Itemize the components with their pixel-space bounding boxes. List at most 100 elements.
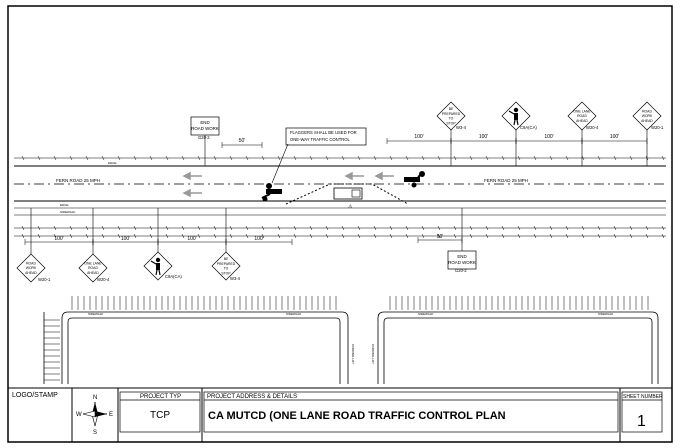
fence-tick [533, 155, 537, 161]
sign-code: C9A(CA) [165, 274, 182, 279]
fence-tick [421, 155, 425, 161]
fence-tick [101, 233, 105, 239]
north-arrow-icon [82, 402, 107, 427]
sign-text: TO [224, 267, 229, 271]
fence-tick [325, 155, 329, 161]
fence-tick [405, 155, 409, 161]
sign-panel [436, 101, 466, 131]
fence-tick [613, 155, 617, 161]
road-name-right: FERN ROAD 25 MPH [484, 178, 528, 183]
fence-tick [229, 233, 233, 239]
dimension-label: 100' [254, 236, 263, 242]
dimension-label: 100' [544, 134, 553, 140]
parking-label-east: PARKING LOT [371, 344, 375, 364]
fence-tick [661, 225, 665, 231]
fence-tick [629, 155, 633, 161]
fence-tick [517, 155, 521, 161]
fence-tick [661, 233, 665, 239]
fence-tick [165, 225, 169, 231]
sign-text: ROAD [26, 261, 36, 265]
sign-code: W20-4 [97, 277, 110, 282]
svg-text:ONE-WAY TRAFFIC CONTROL: ONE-WAY TRAFFIC CONTROL [290, 137, 351, 142]
fence-tick [421, 225, 425, 231]
fence-tick [213, 155, 217, 161]
fence-tick [485, 225, 489, 231]
fence-tick [613, 225, 617, 231]
fence-tick [293, 233, 297, 239]
fence-tick [117, 155, 121, 161]
sheet-number-label: SHEET NUMBER [623, 394, 663, 400]
fence-tick [181, 225, 185, 231]
fence-tick [165, 155, 169, 161]
fence-tick [549, 233, 553, 239]
sign-panel [211, 251, 241, 281]
sign-text: STOP [446, 121, 456, 125]
sign-text: WORK [26, 266, 37, 270]
fence-tick [101, 225, 105, 231]
fence-tick [117, 233, 121, 239]
dimension-label: 100' [121, 236, 130, 242]
address-label: PROJECT ADDRESS & DETAILS [207, 394, 297, 400]
fence-tick [373, 155, 377, 161]
sign-panel [447, 250, 477, 270]
fence-tick [69, 225, 73, 231]
work-zone-taper [285, 183, 409, 205]
fence-tick [53, 233, 57, 239]
dimension-label: 100' [610, 134, 619, 140]
flagger-icon [150, 257, 161, 276]
fence-tick [405, 225, 409, 231]
sign-code: W3-4 [230, 276, 241, 281]
fence-tick [101, 155, 105, 161]
fence-tick [213, 225, 217, 231]
fence-tick [245, 155, 249, 161]
sign-panel [78, 253, 108, 283]
fence-tick [597, 155, 601, 161]
fence-tick [581, 225, 585, 231]
sign-code: C9A(CA) [520, 125, 537, 130]
dimension-top-2: 100' [450, 134, 517, 144]
fence-tick [21, 155, 25, 161]
fence-tick [181, 155, 185, 161]
sign-text: AHEAD [25, 271, 37, 275]
fence-tick [341, 225, 345, 231]
dimension-lines: 50'100'100'100'100'100'100'100'100'50' [24, 134, 648, 245]
fence-tick [325, 225, 329, 231]
fence-tick [597, 225, 601, 231]
fence-tick [661, 155, 665, 161]
sign-text: ROAD [88, 266, 98, 270]
fence-tick [437, 225, 441, 231]
sign-top-2: C9A(CA) [501, 101, 537, 166]
fence-tick [69, 155, 73, 161]
fence-tick [469, 225, 473, 231]
sign-code: G20-2 [455, 268, 467, 273]
dimension-top-4: 100' [581, 134, 648, 144]
fence-tick [53, 225, 57, 231]
flagger-icon [508, 107, 519, 126]
fence-tick [133, 225, 137, 231]
work-area-symbol: ⚠ [348, 204, 353, 210]
fence-tick [197, 233, 201, 239]
fence-tick [325, 233, 329, 239]
sheet-border [7, 5, 673, 443]
sign-text: BE [224, 257, 229, 261]
fence-tick [389, 225, 393, 231]
fence-tick [453, 233, 457, 239]
sign-code: W3-4 [456, 125, 467, 130]
fence-tick [309, 233, 313, 239]
shoulder-label-bottom: EDGE [60, 203, 69, 207]
fence-tick [565, 233, 569, 239]
sign-text: ROAD WORK [448, 260, 476, 265]
sign-text: AHEAD [87, 271, 99, 275]
fence-tick [645, 233, 649, 239]
dimension-label: 100' [187, 236, 196, 242]
fence-tick [117, 225, 121, 231]
fence-tick [485, 155, 489, 161]
fence-tick [565, 225, 569, 231]
